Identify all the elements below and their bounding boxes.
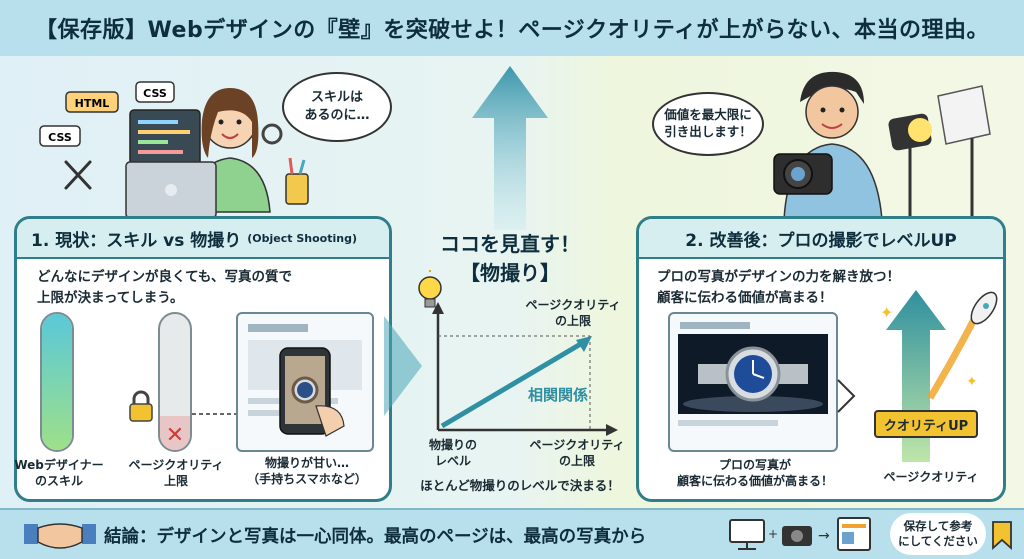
page-title: 【保存版】Webデザインの『壁』を突破せよ！ページクオリティが上がらない、本当の…	[0, 0, 1024, 56]
cross-icon: ✕	[160, 416, 190, 450]
sparkle-icon: ✦	[880, 303, 893, 322]
studio-light-left	[888, 113, 932, 220]
pro-photo-caption: プロの写真が 顧客に伝わる価値が高まる！	[676, 458, 833, 488]
studio-light-right	[937, 85, 992, 220]
arrow-right-icon: →	[818, 528, 830, 544]
amateur-photo-caption: 物撮りが甘い… （手持ちスマホなど）	[247, 456, 367, 486]
quality-up-badge: クオリティUP	[874, 410, 978, 438]
gear-icon	[261, 123, 283, 145]
designer-skill-label: Webデザイナー のスキル	[14, 458, 104, 488]
review-heading: ココを見直す！ 【物撮り】	[440, 232, 580, 285]
svg-text:CSS: CSS	[48, 131, 72, 144]
improvement-header: 2. 改善後：プロの撮影でレベルUP	[639, 219, 1003, 259]
svg-text:CSS: CSS	[143, 87, 167, 100]
big-up-arrow	[472, 66, 548, 230]
correlation-line	[440, 339, 586, 429]
plus-icon: +	[768, 527, 778, 541]
lock-icon	[129, 390, 153, 422]
rocket-icon	[970, 291, 998, 325]
right-mock-chevron	[837, 379, 856, 413]
camera-small-icon	[782, 526, 812, 546]
photographer-illustration	[773, 71, 992, 220]
current-state-description: どんなにデザインが良くても、写真の質で 上限が決まってしまう。	[37, 269, 293, 306]
correlation-graph	[432, 302, 618, 436]
tools-icon	[64, 160, 92, 190]
svg-text:HTML: HTML	[75, 97, 110, 110]
designer-skill-meter	[40, 312, 74, 452]
quality-arrow-label: ページクオリティ	[883, 470, 979, 484]
pro-mock-text-line	[678, 420, 778, 426]
lightbulb-icon	[418, 270, 442, 308]
designer-illustration: CSS HTML CSS	[39, 81, 309, 219]
photographer-speech-bubble: 価値を最大限に 引き出します！	[652, 92, 764, 156]
skill-thought-bubble: スキルは あるのに…	[282, 72, 392, 142]
quality-up-arrow: ✦ ✦	[880, 290, 998, 462]
graph-x-label: 物撮りの レベル	[428, 438, 477, 468]
graph-x-right-label: ページクオリティ の上限	[529, 438, 625, 468]
sparkle-icon: ✦	[966, 374, 978, 390]
css-tag-left: CSS	[39, 125, 81, 147]
pro-watch-photo	[678, 334, 828, 414]
conclusion-text: 結論：デザインと写真は一心同体。最高のページは、最高の写真から	[104, 526, 647, 547]
save-reminder: 保存して参考 にしてください	[890, 513, 986, 555]
webpage-icon	[837, 517, 871, 551]
bookmark-icon[interactable]	[990, 520, 1014, 550]
quality-limit-meter: ✕	[158, 312, 192, 452]
improvement-description: プロの写真がデザインの力を解き放つ！ 顧客に伝わる価値が高まる！	[657, 269, 900, 306]
css-tag-top: CSS	[135, 81, 175, 103]
current-state-header: 1. 現状：スキル vs 物撮り (Object Shooting)	[17, 219, 389, 259]
correlation-label: 相関関係	[528, 386, 589, 404]
smartphone-watch-photo	[279, 347, 345, 437]
monitor-icon	[729, 519, 765, 550]
left-connector-chevron	[384, 316, 422, 416]
graph-top-label: ページクオリティ の上限	[525, 298, 621, 328]
limit-dashed-line	[192, 413, 242, 415]
html-tag: HTML	[65, 91, 119, 113]
center-conclusion: ほとんど物撮りのレベルで決まる！	[420, 478, 620, 493]
quality-limit-label: ページクオリティ 上限	[128, 458, 224, 488]
handshake-icon	[24, 523, 96, 549]
flow-icons: + →	[729, 517, 871, 551]
